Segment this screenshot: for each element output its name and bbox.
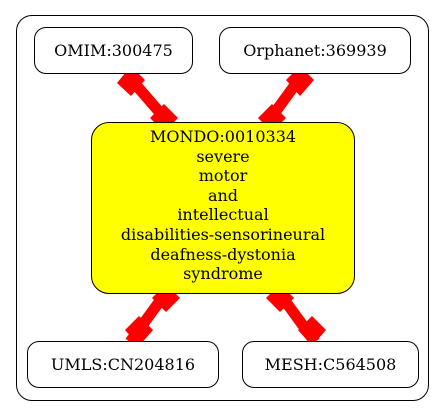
center-label-line: motor [198, 166, 248, 186]
node-mondo-center[interactable]: MONDO:0010334 severe motor and intellect… [91, 122, 355, 294]
edge-mondo-mesh-arrow-head [298, 316, 326, 346]
edge-mondo-umls-arrow-head [125, 316, 153, 346]
center-label-line: intellectual [177, 205, 269, 225]
node-umls[interactable]: UMLS:CN204816 [27, 341, 219, 388]
node-omim-label: OMIM:300475 [54, 41, 173, 60]
node-orphanet[interactable]: Orphanet:369939 [219, 27, 411, 74]
node-umls-label: UMLS:CN204816 [50, 355, 196, 374]
center-label-line: deafness-dystonia [150, 244, 296, 264]
center-label-line: disabilities-sensorineural [120, 224, 326, 244]
center-label-line: severe [196, 146, 250, 166]
center-label-line: syndrome [183, 264, 263, 284]
node-omim[interactable]: OMIM:300475 [34, 27, 193, 74]
node-mesh-label: MESH:C564508 [264, 355, 397, 374]
center-label-line: and [207, 185, 239, 205]
node-orphanet-label: Orphanet:369939 [243, 41, 387, 60]
node-mesh[interactable]: MESH:C564508 [242, 341, 419, 388]
center-id: MONDO:0010334 [149, 127, 297, 146]
